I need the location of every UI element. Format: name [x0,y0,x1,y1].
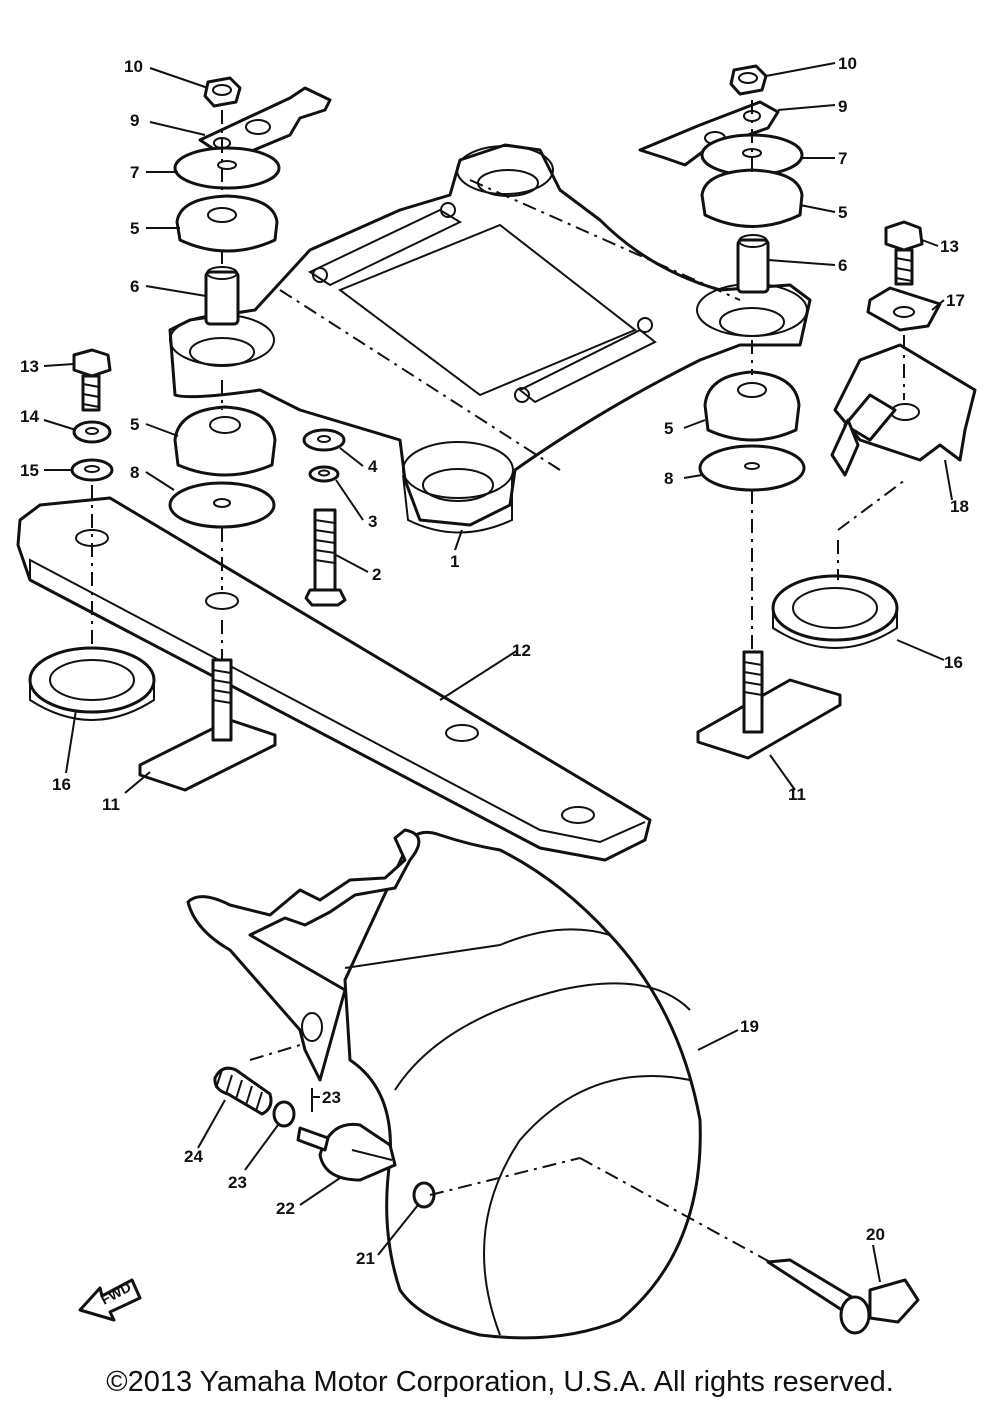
washer-7-left [173,146,281,190]
callout-5-left-lower: 5 [130,415,139,434]
callout-8-left: 8 [130,463,139,482]
damper-5-left-lower [173,405,277,477]
lock-washer-3 [308,465,340,483]
leader-lines [43,62,953,1283]
plate-12 [16,496,652,862]
callout-8-right: 8 [664,469,673,488]
callout-10-right: 10 [838,54,857,73]
callout-16-left: 16 [52,775,71,794]
callout-18: 18 [950,497,969,516]
screw-20 [766,1258,920,1335]
callout-7-left: 7 [130,163,139,182]
spring-24 [213,1066,273,1116]
callout-3: 3 [368,512,377,531]
assembly-lines [91,100,906,1263]
knob-22 [296,1122,397,1182]
callout-6-left: 6 [130,277,139,296]
stud-bracket-11-left [138,658,277,792]
callout-11-right: 11 [788,785,806,804]
stud-bracket-11-right [696,650,842,760]
callout-5-right-upper: 5 [838,203,847,222]
callout-12: 12 [512,641,531,660]
headlight-stay-19 [186,828,421,1082]
callout-19: 19 [740,1017,759,1036]
callout-23-washer: 23 [228,1173,247,1192]
headlight-housing-19 [343,830,702,1340]
washer-8-left [168,481,276,529]
bracket-18 [830,343,977,477]
washer-4 [302,428,346,452]
washer-23 [272,1100,296,1128]
callout-14: 14 [20,407,39,426]
bolt-13-left [72,348,112,412]
bolt-2 [304,508,347,607]
copyright-text: ©2013 Yamaha Motor Corporation, U.S.A. A… [106,1366,894,1398]
callout-13-left: 13 [20,357,39,376]
callout-6-right: 6 [838,256,847,275]
bolt-13-right [884,220,924,286]
washer-14 [72,420,112,444]
callout-11-left: 11 [102,795,120,814]
callout-24: 24 [184,1147,203,1166]
callout-15: 15 [20,461,39,480]
callout-20: 20 [866,1225,885,1244]
fwd-arrow-icon: FWD [78,1278,142,1322]
callout-labels: 10 9 7 5 6 13 14 15 5 8 4 3 2 1 12 16 11… [20,54,969,1268]
callout-22: 22 [276,1199,295,1218]
damper-5-left-upper [175,194,279,253]
callout-16-right: 16 [944,653,963,672]
ring-16-right [771,574,899,649]
collar-6-right [736,234,770,294]
callout-4: 4 [368,457,378,476]
callout-2: 2 [372,565,381,584]
washer-15 [70,458,114,482]
callout-5-right-lower: 5 [664,419,673,438]
callout-1: 1 [450,552,459,571]
washer-17 [866,286,942,332]
callout-23-pin: 23 [322,1088,341,1107]
callout-9-right: 9 [838,97,847,116]
callout-9-left: 9 [130,111,139,130]
callout-21: 21 [356,1249,375,1268]
nut-10-left [203,76,242,108]
ring-16-left [28,646,156,721]
main-bracket [168,143,812,534]
washer-8-right [698,444,806,492]
callout-17: 17 [946,291,965,310]
callout-10-left: 10 [124,57,143,76]
damper-5-right-lower [703,370,801,442]
callout-5-left-upper: 5 [130,219,139,238]
nut-10-right [729,64,768,96]
collar-6-left [204,266,240,326]
callout-7-right: 7 [838,149,847,168]
callout-13-right: 13 [940,237,959,256]
damper-5-right-upper [700,168,804,228]
